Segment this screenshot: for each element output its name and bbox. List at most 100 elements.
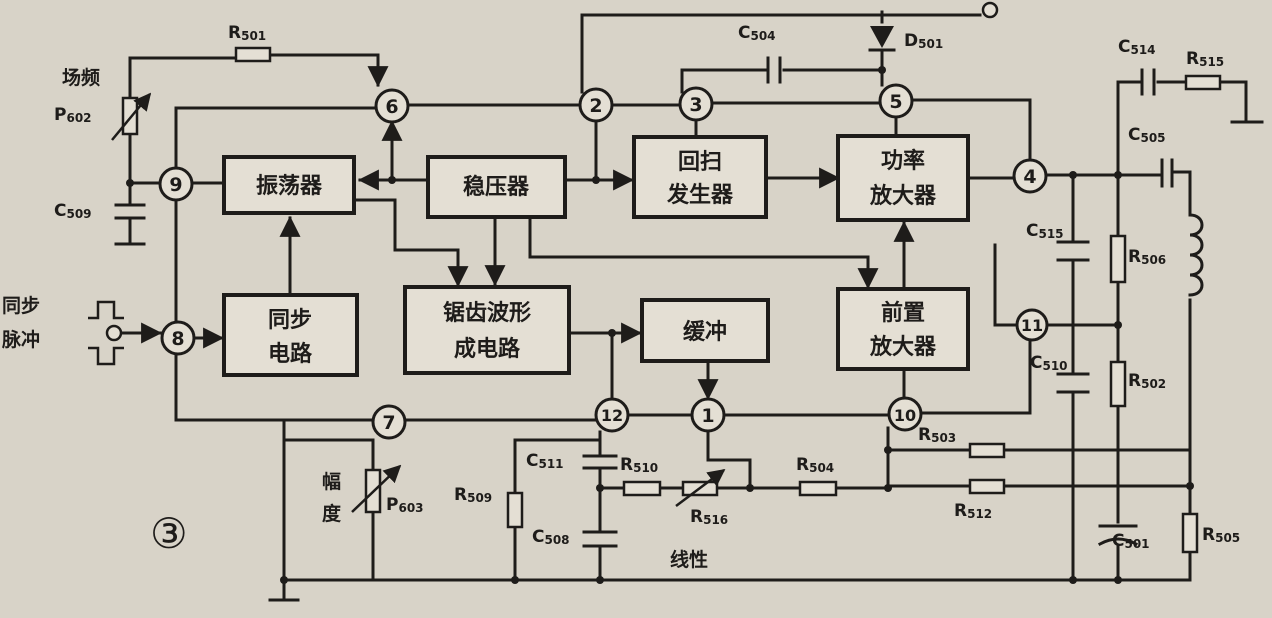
svg-text:6: 6	[385, 96, 398, 118]
figure-number: ③	[150, 509, 188, 558]
r509-label: R509	[454, 485, 492, 505]
junctions	[126, 66, 1194, 584]
c514-wire	[1116, 80, 1188, 177]
p603-label: P603	[386, 495, 424, 515]
r515-wire	[1218, 80, 1248, 122]
r505-label: R505	[1202, 525, 1240, 545]
buffer-label: 缓冲	[683, 319, 727, 345]
pin-4: 4	[1012, 158, 1048, 194]
c510-label: C510	[1030, 353, 1068, 373]
resistor-r510: R510	[620, 455, 662, 497]
junction-dot	[1186, 482, 1194, 490]
junction-dot	[608, 329, 616, 337]
r506-label: R506	[1128, 247, 1166, 267]
pin-12: 12	[594, 397, 630, 433]
r502-label: R502	[1128, 371, 1166, 391]
block-sync-circuit: 同步 电路	[222, 293, 359, 377]
d501-label: D501	[904, 31, 943, 51]
capacitor-c505: C505	[1128, 125, 1174, 188]
r512-label: R512	[954, 501, 992, 521]
resistor-r505: R505	[1181, 512, 1240, 554]
r501-label: R501	[228, 23, 266, 43]
sawtooth-label-line2: 成电路	[454, 336, 521, 362]
block-flyback-generator: 回扫 发生器	[632, 135, 768, 219]
r516-adjust-arrow	[675, 468, 726, 507]
wiring	[105, 1, 1264, 602]
block-power-amplifier: 功率 放大器	[836, 134, 970, 222]
c511-label: C511	[526, 451, 564, 471]
capacitor-c514: C514	[1118, 37, 1156, 96]
svg-text:11: 11	[1021, 316, 1043, 335]
block-oscillator: 振荡器	[222, 155, 356, 215]
resistor-r506: R506	[1109, 234, 1166, 284]
regulator-label: 稳压器	[463, 174, 530, 200]
block-sawtooth-former: 锯齿波形 成电路	[403, 285, 571, 375]
svg-text:12: 12	[601, 406, 623, 425]
sync-terminal	[105, 324, 123, 342]
c504-label: C504	[738, 23, 776, 43]
p602-label: P602	[54, 105, 92, 125]
potentiometer-r516: R516	[675, 468, 728, 527]
pins: 1 2 3 4 5 6 7 8 9 10 11 12	[158, 83, 1049, 440]
power-amp-label-line2: 放大器	[869, 183, 937, 209]
resistor-r504: R504	[796, 455, 838, 497]
p603-adjust-arrow	[351, 464, 402, 513]
potentiometer-p602: P602	[54, 92, 152, 141]
pin-8: 8	[160, 320, 196, 356]
block-preamplifier: 前置 放大器	[836, 287, 970, 371]
junction-dot	[592, 176, 600, 184]
capacitor-c508: C508	[532, 527, 618, 548]
block-buffer: 缓冲	[640, 298, 770, 363]
r503-label: R503	[918, 425, 956, 445]
junction-dot	[878, 66, 886, 74]
pin-3: 3	[678, 86, 714, 122]
capacitor-c515: C515	[1026, 221, 1090, 262]
pin-9: 9	[158, 166, 194, 202]
svg-text:1: 1	[701, 405, 714, 427]
resistor-r501: R501	[228, 23, 272, 63]
osc-sawtooth-wire	[354, 198, 469, 288]
bus-5-rail-wire	[910, 98, 1032, 160]
junction-dot	[126, 179, 134, 187]
r512-wire	[886, 448, 972, 488]
pin-1: 1	[690, 397, 726, 433]
sync-pulse-label-line2: 脉冲	[1, 328, 40, 351]
c505-label: C505	[1128, 125, 1166, 145]
capacitor-c510: C510	[1030, 353, 1090, 394]
svg-text:3: 3	[689, 94, 702, 116]
junction-dot	[1114, 576, 1122, 584]
svg-text:2: 2	[589, 95, 602, 117]
junction-dot	[746, 484, 754, 492]
amplitude-label-line1: 幅	[322, 470, 341, 493]
flyback-label-line1: 回扫	[678, 150, 722, 175]
linearity-label: 线性	[670, 548, 708, 571]
resistor-r515: R515	[1184, 49, 1224, 91]
capacitor-c504: C504	[738, 23, 782, 84]
svg-text:7: 7	[382, 412, 395, 434]
p602-adjust-arrow	[111, 92, 152, 141]
bus-10-11-wire	[920, 339, 1032, 415]
junction-dot	[280, 576, 288, 584]
top-rail-wire	[580, 13, 982, 94]
resistor-r509: R509	[454, 485, 524, 529]
junction-dot	[884, 446, 892, 454]
preamp-label-line1: 前置	[881, 300, 925, 326]
r501-wire	[128, 56, 238, 100]
r501-wire-right	[268, 53, 389, 88]
sync-pulse-symbol	[88, 300, 124, 366]
sync-pulse-label-line1: 同步	[2, 295, 40, 317]
junction-dot	[596, 576, 604, 584]
pin-7: 7	[371, 404, 407, 440]
c508-label: C508	[532, 527, 570, 547]
resistor-r502: R502	[1109, 360, 1166, 408]
diode-d501: D501	[868, 26, 943, 52]
block-regulator: 稳压器	[426, 155, 567, 219]
c504-left-wire	[680, 68, 768, 94]
flyback-label-line2: 发生器	[666, 182, 734, 208]
resistor-r503: R503	[918, 425, 1006, 459]
svg-text:8: 8	[171, 328, 184, 350]
c501-label: C501	[1112, 531, 1150, 551]
junction-dot	[884, 484, 892, 492]
r510-label: R510	[620, 455, 658, 475]
